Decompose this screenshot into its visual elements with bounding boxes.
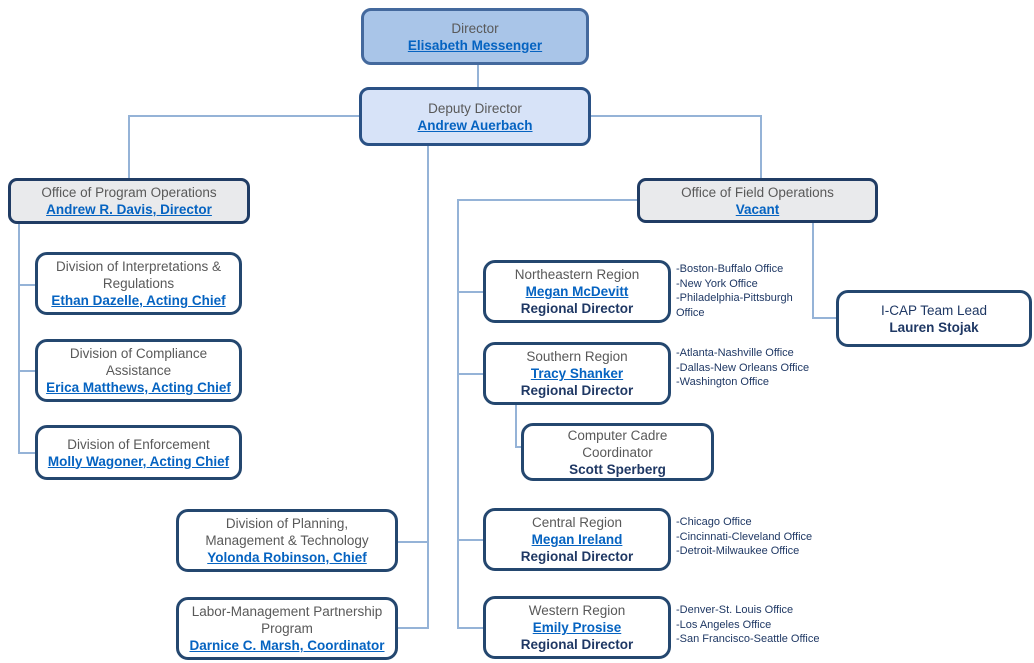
office-list-item: -Washington Office (676, 376, 769, 388)
connector (457, 627, 483, 629)
org-node-director: Director Elisabeth Messenger (361, 8, 589, 65)
office-list-item: -Los Angeles Office (676, 618, 772, 631)
org-node-icap-team-lead: I-CAP Team Lead Lauren Stojak (836, 290, 1032, 347)
southern-name-link[interactable]: Tracy Shanker (530, 366, 624, 381)
org-node-western-region: Western Region Emily Prosise Regional Di… (483, 596, 671, 659)
node-title: Director (451, 20, 499, 36)
office-list-item: -Boston-Buffalo Office (676, 263, 784, 275)
connector (18, 370, 35, 372)
org-node-northeastern-region: Northeastern Region Megan McDevitt Regio… (483, 260, 671, 323)
org-node-compliance: Division of Compliance Assistance Erica … (35, 339, 242, 402)
connector (457, 291, 483, 293)
connector (18, 452, 35, 454)
interpretations-name-link[interactable]: Ethan Dazelle, Acting Chief (51, 293, 226, 308)
node-title: I-CAP Team Lead (880, 302, 988, 318)
enforcement-name-link[interactable]: Molly Wagoner, Acting Chief (47, 453, 230, 469)
office-list-item: -Chicago Office (676, 516, 752, 528)
node-title: Division of Enforcement (67, 436, 210, 452)
node-title: Deputy Director (428, 100, 522, 116)
office-list-item: -Detroit-Milwaukee Office (676, 545, 800, 557)
node-title: Office of Program Operations (41, 185, 217, 200)
planning-name-link[interactable]: Yolonda Robinson, Chief (207, 550, 367, 565)
connector (812, 317, 838, 319)
computer-cadre-name: Scott Sperberg (569, 461, 666, 477)
office-list-item: -Philadelphia-Pittsburgh Office (676, 292, 793, 319)
program-ops-name-link[interactable]: Andrew R. Davis, Director (46, 202, 212, 217)
connector (477, 65, 479, 88)
office-list-item: -Cincinnati-Cleveland Office (676, 530, 813, 543)
connector (398, 627, 427, 629)
org-node-planning: Division of Planning, Management & Techn… (176, 509, 398, 572)
icap-name: Lauren Stojak (889, 319, 979, 335)
western-name-link[interactable]: Emily Prosise (532, 620, 622, 635)
node-role: Regional Director (520, 637, 634, 652)
northeastern-office-list: -Boston-Buffalo Office -New York Office … (676, 262, 804, 320)
node-title: Western Region (528, 603, 626, 618)
node-title: Computer Cadre Coordinator (567, 427, 668, 460)
connector (515, 446, 523, 448)
org-node-central-region: Central Region Megan Ireland Regional Di… (483, 508, 671, 571)
connector (427, 146, 429, 629)
connector (128, 115, 359, 117)
node-title: Central Region (531, 515, 623, 530)
central-name-link[interactable]: Megan Ireland (531, 532, 623, 547)
office-list-item: -San Francisco-Seattle Office (676, 633, 820, 645)
connector (398, 541, 427, 543)
connector (515, 404, 517, 447)
org-node-southern-region: Southern Region Tracy Shanker Regional D… (483, 342, 671, 405)
org-node-deputy-director: Deputy Director Andrew Auerbach (359, 87, 591, 146)
compliance-name-link[interactable]: Erica Matthews, Acting Chief (46, 380, 231, 395)
org-node-computer-cadre: Computer Cadre Coordinator Scott Sperber… (521, 423, 714, 481)
northeastern-name-link[interactable]: Megan McDevitt (525, 284, 629, 299)
western-office-list: -Denver-St. Louis Office -Los Angeles Of… (676, 603, 851, 647)
director-name-link[interactable]: Elisabeth Messenger (407, 37, 543, 53)
office-list-item: -Denver-St. Louis Office (676, 604, 794, 616)
southern-office-list: -Atlanta-Nashville Office -Dallas-New Or… (676, 346, 851, 390)
office-list-item: -Dallas-New Orleans Office (676, 361, 810, 374)
connector (457, 199, 637, 201)
node-title: Division of Planning, Management & Techn… (205, 516, 369, 548)
node-title: Division of Compliance Assistance (69, 346, 208, 378)
office-list-item: -Atlanta-Nashville Office (676, 347, 794, 359)
connector (760, 115, 762, 178)
org-node-program-operations: Office of Program Operations Andrew R. D… (8, 178, 250, 224)
node-title: Northeastern Region (514, 267, 640, 282)
org-node-field-operations: Office of Field Operations Vacant (637, 178, 878, 223)
node-title: Division of Interpretations & Regulation… (55, 259, 222, 291)
connector (812, 222, 814, 318)
labor-name-link[interactable]: Darnice C. Marsh, Coordinator (189, 638, 385, 653)
node-title: Southern Region (526, 349, 628, 364)
connector (18, 284, 35, 286)
connector (457, 199, 459, 628)
org-node-labor-partnership: Labor-Management Partnership Program Dar… (176, 597, 398, 660)
connector (591, 115, 760, 117)
connector (457, 539, 483, 541)
central-office-list: -Chicago Office -Cincinnati-Cleveland Of… (676, 515, 851, 559)
node-title: Office of Field Operations (681, 184, 834, 200)
node-title: Labor-Management Partnership Program (191, 604, 383, 636)
node-role: Regional Director (520, 549, 634, 564)
node-role: Regional Director (520, 301, 634, 316)
org-node-enforcement: Division of Enforcement Molly Wagoner, A… (35, 425, 242, 480)
deputy-name-link[interactable]: Andrew Auerbach (417, 117, 533, 133)
office-list-item: -New York Office (676, 277, 758, 290)
connector (128, 115, 130, 178)
connector (18, 224, 20, 453)
field-ops-name-link[interactable]: Vacant (735, 201, 780, 217)
node-role: Regional Director (520, 383, 634, 398)
org-node-interpretations: Division of Interpretations & Regulation… (35, 252, 242, 315)
connector (457, 373, 483, 375)
